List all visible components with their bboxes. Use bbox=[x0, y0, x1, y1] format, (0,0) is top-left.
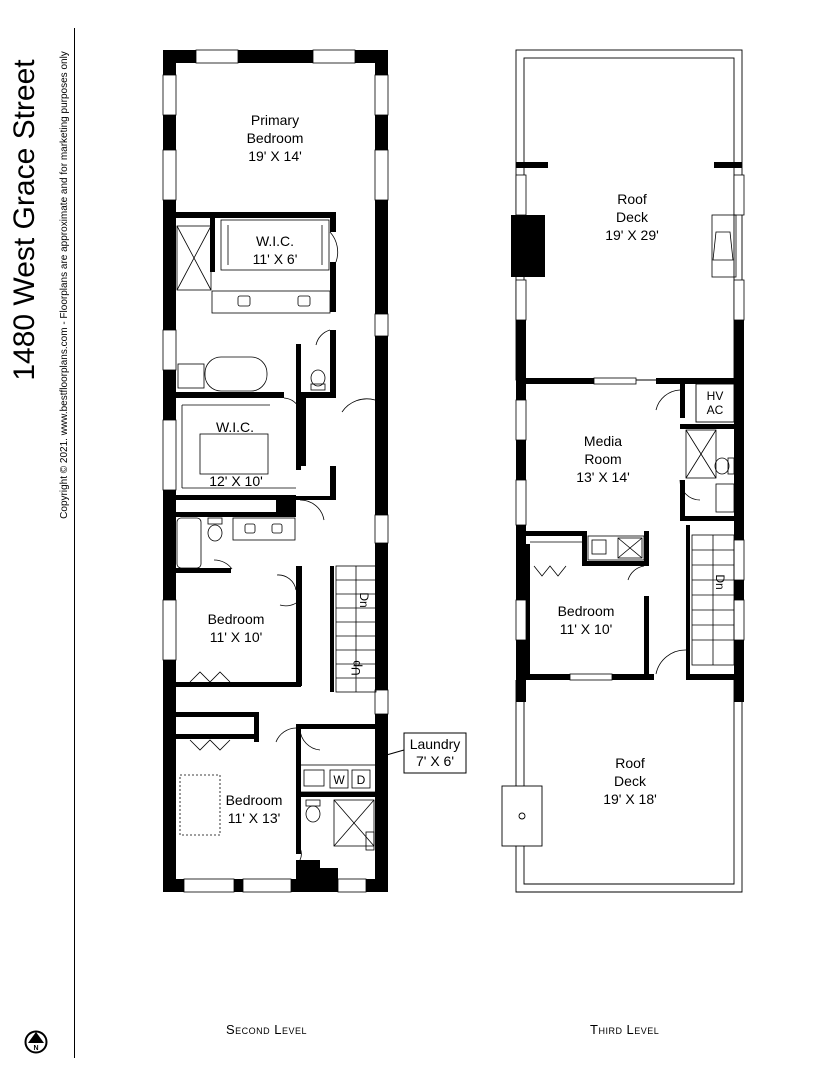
hvac-label-1: HV bbox=[707, 389, 724, 403]
second-level-windows bbox=[162, 49, 389, 893]
stair-dn-label: Dn bbox=[357, 592, 371, 607]
stair-up-label: Up bbox=[349, 660, 363, 676]
third-level-caption: Third Level bbox=[590, 1022, 660, 1037]
second-level-labels: Primary Bedroom 19' X 14' W.I.C. 11' X 6… bbox=[208, 112, 371, 826]
roof-deck-top-label: Roof bbox=[617, 191, 647, 207]
washer-label: W bbox=[333, 773, 345, 787]
bedroom-a-label: Bedroom bbox=[208, 611, 265, 627]
wic-upper-label: W.I.C. bbox=[256, 233, 294, 249]
laundry-callout: Laundry 7' X 6' bbox=[375, 732, 467, 774]
third-level-labels: Roof Deck 19' X 29' Media Room 13' X 14'… bbox=[558, 191, 727, 807]
primary-bedroom-label-2: Bedroom bbox=[247, 130, 304, 146]
bedroom-a-size: 11' X 10' bbox=[210, 629, 263, 645]
roof-deck-bottom-label-2: Deck bbox=[614, 773, 647, 789]
compass-label: N bbox=[33, 1045, 38, 1052]
third-bedroom-size: 11' X 10' bbox=[560, 621, 613, 637]
hvac-unit bbox=[695, 383, 735, 423]
media-room-size: 13' X 14' bbox=[576, 469, 630, 485]
laundry-label: Laundry bbox=[410, 736, 461, 752]
wic-lower-label: W.I.C. bbox=[216, 419, 254, 435]
header-divider-line bbox=[74, 28, 75, 1058]
second-level-fixtures bbox=[176, 219, 377, 861]
second-level-plan bbox=[162, 49, 389, 893]
third-level-windows bbox=[515, 174, 745, 681]
laundry-size: 7' X 6' bbox=[416, 753, 454, 769]
roof-deck-top-size: 19' X 29' bbox=[605, 227, 659, 243]
bedroom-b-label: Bedroom bbox=[226, 792, 283, 808]
fireplace bbox=[711, 214, 737, 278]
third-level-fixtures bbox=[530, 389, 735, 675]
third-stair-dn-label: Dn bbox=[713, 574, 727, 589]
primary-bedroom-size: 19' X 14' bbox=[248, 148, 302, 164]
roof-deck-bottom-outline bbox=[501, 680, 743, 893]
media-room-label: Media bbox=[584, 433, 622, 449]
roof-deck-bottom-size: 19' X 18' bbox=[603, 791, 657, 807]
third-level-walls bbox=[511, 162, 744, 702]
third-level-plan: HV AC bbox=[501, 49, 745, 893]
north-compass-icon: N bbox=[24, 1030, 48, 1054]
second-level-interior-walls bbox=[176, 212, 376, 880]
primary-bedroom-label: Primary bbox=[251, 112, 299, 128]
second-level-exterior-walls bbox=[163, 50, 388, 892]
second-level-caption: Second Level bbox=[226, 1022, 308, 1037]
third-bedroom-label: Bedroom bbox=[558, 603, 615, 619]
dryer-label: D bbox=[357, 773, 366, 787]
wic-upper-size: 11' X 6' bbox=[253, 251, 298, 267]
media-room-label-2: Room bbox=[584, 451, 621, 467]
hvac-label-2: AC bbox=[707, 403, 724, 417]
bedroom-b-size: 11' X 13' bbox=[228, 810, 281, 826]
roof-deck-top-label-2: Deck bbox=[616, 209, 649, 225]
wic-lower-size: 12' X 10' bbox=[209, 473, 263, 489]
roof-deck-bottom-label: Roof bbox=[615, 755, 645, 771]
